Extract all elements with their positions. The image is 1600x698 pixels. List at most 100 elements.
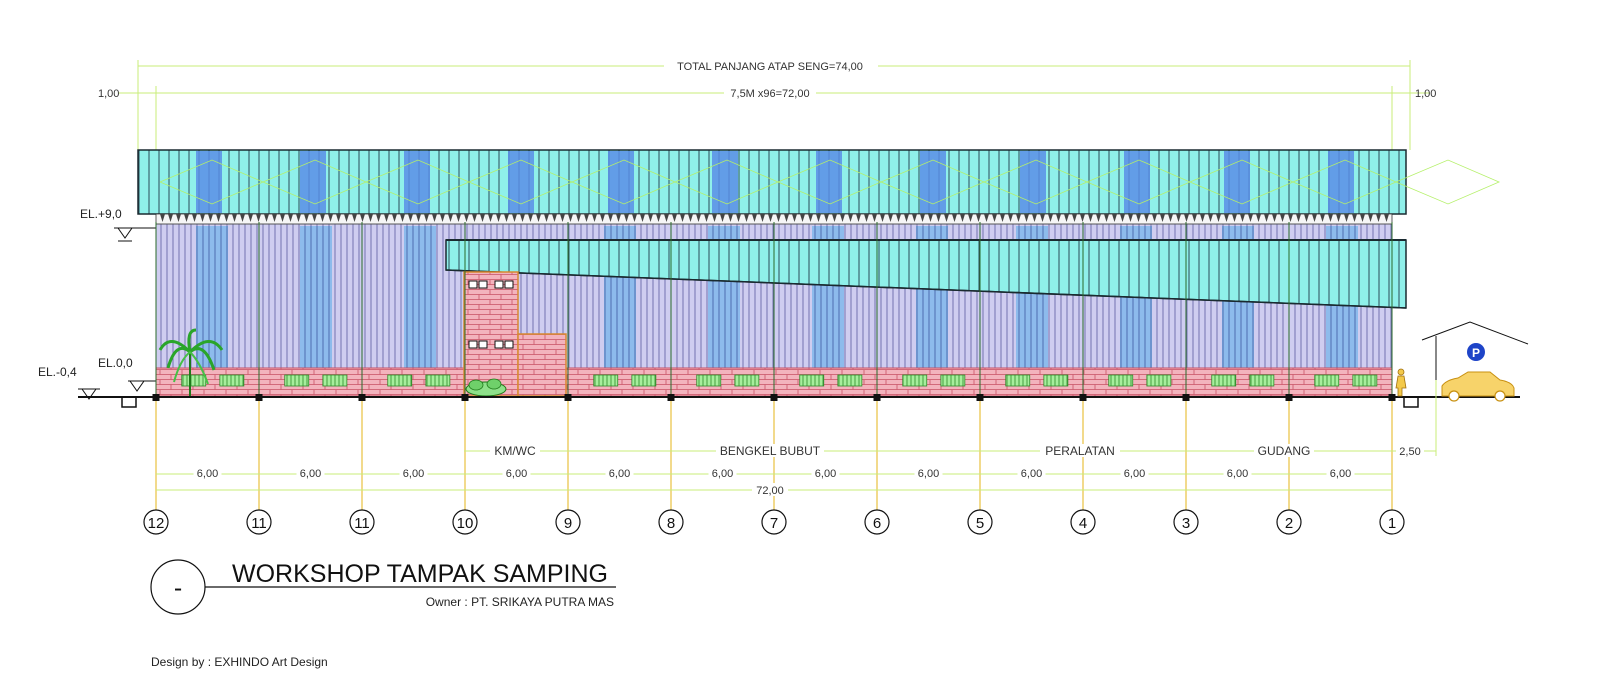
bay-span-label: 6,00 xyxy=(918,468,939,480)
bay-span-label: 6,00 xyxy=(1021,468,1042,480)
truss-tooth xyxy=(824,214,829,222)
truss-tooth xyxy=(872,214,877,222)
elevation-top-marker: EL.+9,0 xyxy=(80,207,156,242)
truss-tooth xyxy=(904,214,909,222)
truss-tooth xyxy=(640,214,645,222)
total-length-dimension: 72,00 xyxy=(756,485,784,497)
truss-tooth xyxy=(920,214,925,222)
truss-teeth xyxy=(160,214,1389,222)
bay-span-label: 6,00 xyxy=(197,468,218,480)
axis-label: 10 xyxy=(457,515,474,532)
column-footing xyxy=(152,394,160,401)
truss-tooth xyxy=(296,214,301,222)
base-window xyxy=(593,374,619,387)
truss-tooth xyxy=(952,214,957,222)
axis-label: 4 xyxy=(1079,515,1087,532)
truss-tooth xyxy=(384,214,389,222)
base-window xyxy=(902,374,928,387)
roof-stripe xyxy=(1328,151,1354,213)
bay-span-label: 6,00 xyxy=(1330,468,1351,480)
truss-tooth xyxy=(736,214,741,222)
column-footing xyxy=(1285,394,1293,401)
zone-labels: KM/WC BENGKEL BUBUT PERALATAN GUDANG xyxy=(490,444,1314,458)
column-footing xyxy=(461,394,469,401)
truss-tooth xyxy=(680,214,685,222)
truss-tooth xyxy=(424,214,429,222)
truss-tooth xyxy=(632,214,637,222)
title-marker: - xyxy=(174,574,182,602)
axis-bubble xyxy=(1070,509,1096,535)
axis-label: 1 xyxy=(1388,515,1396,532)
truss-tooth xyxy=(768,214,773,222)
axis-bubble xyxy=(349,509,375,535)
truss-tooth xyxy=(376,214,381,222)
zone-bengkel-bubut: BENGKEL BUBUT xyxy=(720,444,821,458)
axis-bubble xyxy=(761,509,787,535)
bay-span-label: 6,00 xyxy=(300,468,321,480)
bay-span-label: 6,00 xyxy=(403,468,424,480)
truss-tooth xyxy=(360,214,365,222)
truss-tooth xyxy=(496,214,501,222)
truss-tooth xyxy=(528,214,533,222)
roof-bracing xyxy=(159,159,1501,205)
truss-tooth xyxy=(592,214,597,222)
zone-gudang: GUDANG xyxy=(1258,444,1311,458)
column-footing xyxy=(770,394,778,401)
axis-label: 8 xyxy=(667,515,675,532)
roof-stripe xyxy=(920,151,946,213)
truss-tooth xyxy=(984,214,989,222)
base-window xyxy=(387,374,413,387)
truss-tooth xyxy=(1168,214,1173,222)
truss-tooth xyxy=(1240,214,1245,222)
truss-tooth xyxy=(344,214,349,222)
base-window xyxy=(1211,374,1237,387)
truss-tooth xyxy=(208,214,213,222)
truss-tooth xyxy=(504,214,509,222)
truss-tooth xyxy=(1080,214,1085,222)
truss-tooth xyxy=(848,214,853,222)
truss-tooth xyxy=(720,214,725,222)
column-footing xyxy=(1182,394,1190,401)
wall-band xyxy=(300,226,332,368)
axis-bubble xyxy=(1173,509,1199,535)
column-footing xyxy=(358,394,366,401)
car-icon xyxy=(1441,371,1515,402)
roof-brace xyxy=(1395,159,1501,205)
truss-tooth xyxy=(1024,214,1029,222)
truss-tooth xyxy=(200,214,205,222)
base-window xyxy=(219,374,245,387)
base-window xyxy=(940,374,966,387)
truss-tooth xyxy=(312,214,317,222)
truss-tooth xyxy=(432,214,437,222)
axis-label: 9 xyxy=(564,515,572,532)
truss-tooth xyxy=(552,214,557,222)
truss-tooth xyxy=(1328,214,1333,222)
truss-tooth xyxy=(488,214,493,222)
truss-tooth xyxy=(928,214,933,222)
roof-stripe xyxy=(1124,151,1150,213)
truss-tooth xyxy=(320,214,325,222)
truss-tooth xyxy=(608,214,613,222)
truss-tooth xyxy=(1304,214,1309,222)
truss-tooth xyxy=(512,214,517,222)
axis-bubble xyxy=(1379,509,1405,535)
truss-tooth xyxy=(1064,214,1069,222)
truss-tooth xyxy=(656,214,661,222)
truss-tooth xyxy=(440,214,445,222)
top-dimensions: TOTAL PANJANG ATAP SENG=74,00 7,5M x96=7… xyxy=(98,58,1436,150)
truss-tooth xyxy=(328,214,333,222)
truss-tooth xyxy=(168,214,173,222)
lower-roof xyxy=(445,239,1407,309)
truss-tooth xyxy=(1320,214,1325,222)
roof-stripe xyxy=(1224,151,1250,213)
truss-tooth xyxy=(704,214,709,222)
truss-tooth xyxy=(1128,214,1133,222)
truss-tooth xyxy=(744,214,749,222)
truss-tooth xyxy=(1216,214,1221,222)
total-roof-dimension: TOTAL PANJANG ATAP SENG=74,00 xyxy=(677,61,863,73)
truss-tooth xyxy=(976,214,981,222)
title-block: - WORKSHOP TAMPAK SAMPING Owner : PT. SR… xyxy=(150,559,616,615)
column-footing xyxy=(976,394,984,401)
